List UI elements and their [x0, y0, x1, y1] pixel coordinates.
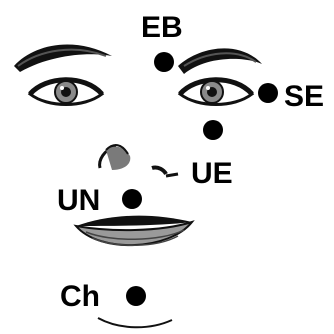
nose: [100, 145, 178, 176]
right-eyebrow: [178, 48, 262, 74]
chin-curve: [98, 318, 172, 327]
point-un-label: UN: [57, 184, 100, 217]
point-se-dot: [258, 83, 278, 103]
point-ue-label: UE: [191, 157, 233, 190]
point-eb-label: EB: [141, 11, 183, 44]
right-eye: [180, 80, 252, 105]
point-se-label: SE: [284, 80, 324, 113]
point-ue-dot: [203, 120, 223, 140]
point-ch-dot: [126, 286, 146, 306]
mouth: [76, 216, 192, 246]
point-un-dot: [122, 189, 142, 209]
left-eye: [30, 80, 102, 105]
left-eyebrow: [14, 45, 112, 72]
point-eb-dot: [154, 52, 174, 72]
point-ch-label: Ch: [60, 280, 100, 313]
